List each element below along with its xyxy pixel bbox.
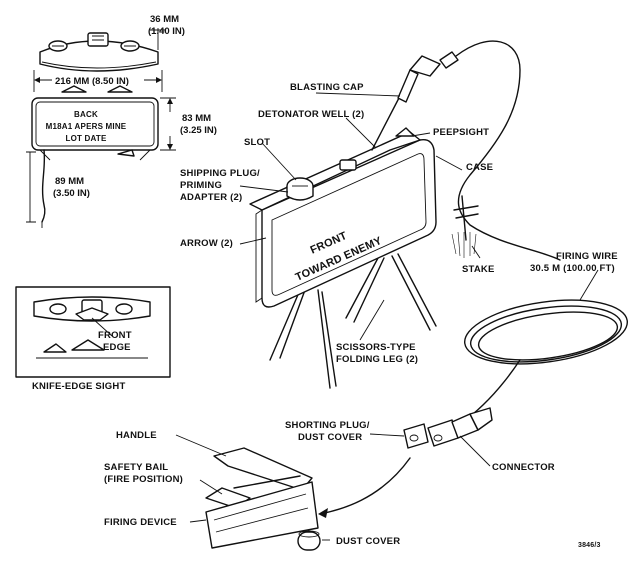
height-dimension: 83 MM (182, 113, 211, 124)
case-label: CASE (466, 162, 493, 173)
top-depth-dimension: 36 MM (150, 14, 179, 25)
handle-label: HANDLE (116, 430, 157, 441)
back-mine-name: M18A1 APERS MINE (46, 122, 127, 131)
mine-top-view (39, 28, 166, 72)
firing-wire-length-label: 30.5 M (100.00 FT) (530, 263, 615, 274)
fire-position-label: (FIRE POSITION) (104, 474, 183, 485)
slot-label: SLOT (244, 137, 270, 148)
firing-wire (455, 40, 629, 425)
shorting-plug-label: SHORTING PLUG/ (285, 420, 370, 431)
height-dimension-line (160, 97, 176, 151)
connector-assembly (403, 407, 493, 449)
figure-number: 3846/3 (578, 542, 601, 549)
knife-edge-sight-inset (15, 286, 171, 378)
top-depth-dimension-in: (1.40 IN) (148, 26, 185, 37)
firing-device-label: FIRING DEVICE (104, 517, 177, 528)
height-dimension-in: (3.25 IN) (180, 125, 217, 136)
leg-dimension: 89 MM (55, 176, 84, 187)
dust-cover-label: DUST COVER (336, 536, 400, 547)
mine-back-view (31, 85, 159, 228)
stake-label: STAKE (462, 264, 495, 275)
connector-label: CONNECTOR (492, 462, 555, 473)
inset-title: KNIFE-EDGE SIGHT (32, 381, 125, 392)
back-lot-date: LOT DATE (65, 134, 106, 143)
back-text: BACK (74, 110, 98, 119)
safety-bail-label: SAFETY BAIL (104, 462, 168, 473)
leader-lines (175, 92, 599, 541)
priming-label: PRIMING (180, 180, 222, 191)
front-edge-callout: FRONT (98, 330, 132, 341)
folding-leg-label: FOLDING LEG (2) (336, 354, 418, 365)
dust-cover-plug-label: DUST COVER (298, 432, 362, 443)
leg-dimension-in: (3.50 IN) (53, 188, 90, 199)
leg-dimension-line (26, 151, 36, 223)
arrow-label: ARROW (2) (180, 238, 233, 249)
firing-wire-label: FIRING WIRE (556, 251, 618, 262)
connection-path-arrow (319, 457, 411, 515)
width-dimension-line (33, 70, 163, 92)
stake (451, 195, 479, 258)
blasting-cap-label: BLASTING CAP (290, 82, 364, 93)
shipping-plug-label: SHIPPING PLUG/ (180, 168, 260, 179)
detonator-well-label: DETONATOR WELL (2) (258, 109, 364, 120)
scissors-leg-label: SCISSORS-TYPE (336, 342, 416, 353)
peepsight-label: PEEPSIGHT (433, 127, 489, 138)
width-dimension: 216 MM (8.50 IN) (55, 76, 129, 87)
front-edge-callout-2: EDGE (103, 342, 131, 353)
firing-device (205, 447, 321, 551)
mine-main-body (249, 127, 437, 389)
blasting-cap (371, 51, 459, 151)
adapter-label: ADAPTER (2) (180, 192, 242, 203)
